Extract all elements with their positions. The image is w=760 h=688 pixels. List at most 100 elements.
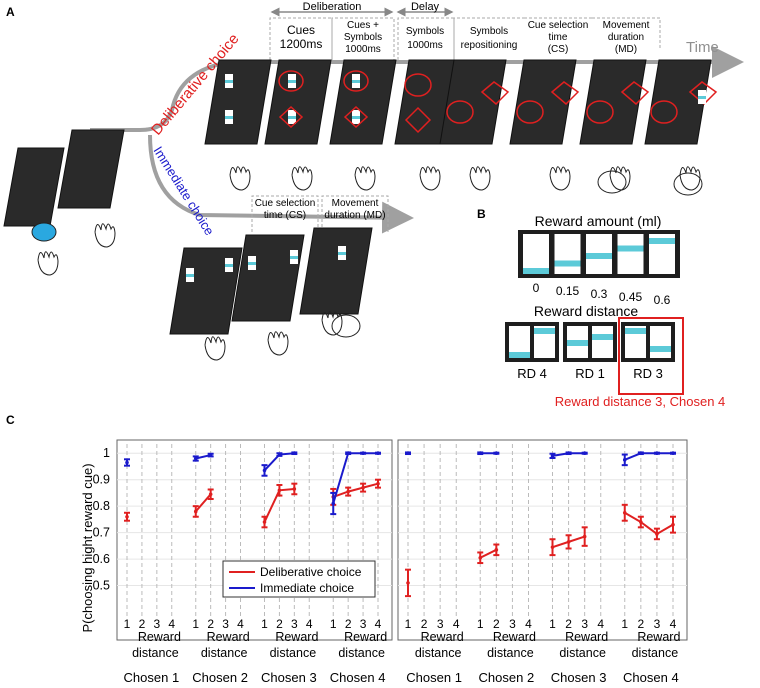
x-axis-label-line1: Reward [637,630,680,644]
immediate-point [331,501,336,506]
deliberative-point [361,485,365,490]
start-screen-2 [57,129,125,209]
deliberative-point [376,481,380,486]
symbol-circle-7 [586,100,614,124]
deliberative-point [346,489,350,494]
imm-hand-1 [204,336,226,361]
step-4-line-1: Symbols [470,26,508,37]
delay-bracket: Delay [396,1,454,17]
rd-label-2: RD 1 [575,366,605,381]
immediate-point [622,458,627,462]
delib-hand-7 [609,166,631,191]
deliberative-point [582,534,587,539]
cue-2b-level [288,116,296,119]
delib-hand-5 [469,166,491,191]
x-tick-label: 3 [153,617,160,631]
panel-c-label: C [6,413,15,427]
cue-3b-level [352,116,360,119]
example-highlight-box [618,317,684,395]
delib-hand-3 [354,166,376,191]
x-tick-label: 3 [291,617,298,631]
x-axis-label-line1: Reward [344,630,387,644]
amount-cue-1 [523,234,549,274]
step-1-line-1: Cues [287,23,315,37]
deliberation-bracket: Deliberation [270,1,394,17]
x-axis-label-line1: Reward [207,630,250,644]
y-tick-label: 1 [103,446,110,460]
task-screens [3,59,718,361]
symbol-circle-8 [650,100,678,124]
amount-level-2 [554,260,581,267]
delib-screen-3 [329,59,397,145]
legend-label: Immediate choice [260,581,354,595]
group-label: Chosen 4 [623,670,679,685]
delib-screen-1 [204,59,272,145]
hand-2 [94,223,116,248]
x-tick-label: 1 [405,617,412,631]
y-tick-label: 0.8 [93,499,110,513]
x-tick-label: 1 [124,617,131,631]
x-tick-label: 3 [222,617,229,631]
step-6-line-2: duration [608,32,644,43]
rd-level-3-1 [625,328,646,334]
delib-hand-6 [549,166,571,191]
cue-8-level [698,96,706,99]
x-tick-label: 4 [453,617,460,631]
deliberative-point [639,520,643,524]
y-tick-label: 0.6 [93,552,110,566]
immediate-point [478,451,483,456]
delib-screen-2 [264,59,332,145]
x-tick-label: 1 [261,617,268,631]
deliberative-series-line [624,511,674,536]
group-label: Chosen 1 [406,670,462,685]
y-axis-label: P(choosing hight reward cue) [80,463,95,632]
x-axis-label-line2: distance [201,646,248,660]
x-axis-label-line1: Reward [138,630,181,644]
delib-hand-2 [291,166,313,191]
deliberative-point [262,520,267,524]
deliberative-point [277,488,282,493]
amount-value-4: 0.45 [619,290,643,304]
x-axis-label-line2: distance [415,646,462,660]
immediate-point [582,451,587,456]
imm-cue-2b-level [290,256,298,259]
x-tick-label: 2 [207,617,214,631]
step-2-line-1: Cues + [347,20,379,31]
x-axis-label-line2: distance [270,646,317,660]
imm-cue-1a-level [186,274,194,277]
immediate-arrow [148,134,414,234]
symbol-circle-5 [446,100,474,124]
step-1-line-2: 1200ms [280,37,323,51]
immediate-point [655,451,659,456]
x-tick-label: 2 [493,617,500,631]
x-tick-label: 2 [637,617,644,631]
immediate-step-boxes [251,195,389,232]
time-label: Time [686,39,719,56]
x-tick-label: 4 [375,617,382,631]
amount-value-5: 0.6 [654,293,671,307]
x-tick-label: 2 [276,617,283,631]
x-axis-label-line1: Reward [565,630,608,644]
deliberative-point [208,492,213,497]
reward-distance-title: Reward distance [534,303,638,319]
immediate-point [346,451,350,456]
cue-2a-level [288,80,296,83]
step-6-line-1: Movement [603,20,650,31]
imm-screen-3 [299,227,373,315]
rd-level-2-2 [592,334,613,340]
x-axis-label-line2: distance [632,646,679,660]
x-tick-label: 2 [565,617,572,631]
x-axis-label-line1: Reward [421,630,464,644]
timeline-steps [269,17,661,60]
x-tick-label: 2 [345,617,352,631]
deliberative-point [655,532,659,536]
deliberative-point [478,555,483,560]
delib-hand-8 [679,166,701,191]
x-tick-label: 1 [549,617,556,631]
amount-value-3: 0.3 [591,287,608,301]
x-tick-label: 2 [421,617,428,631]
deliberative-point [406,581,410,585]
